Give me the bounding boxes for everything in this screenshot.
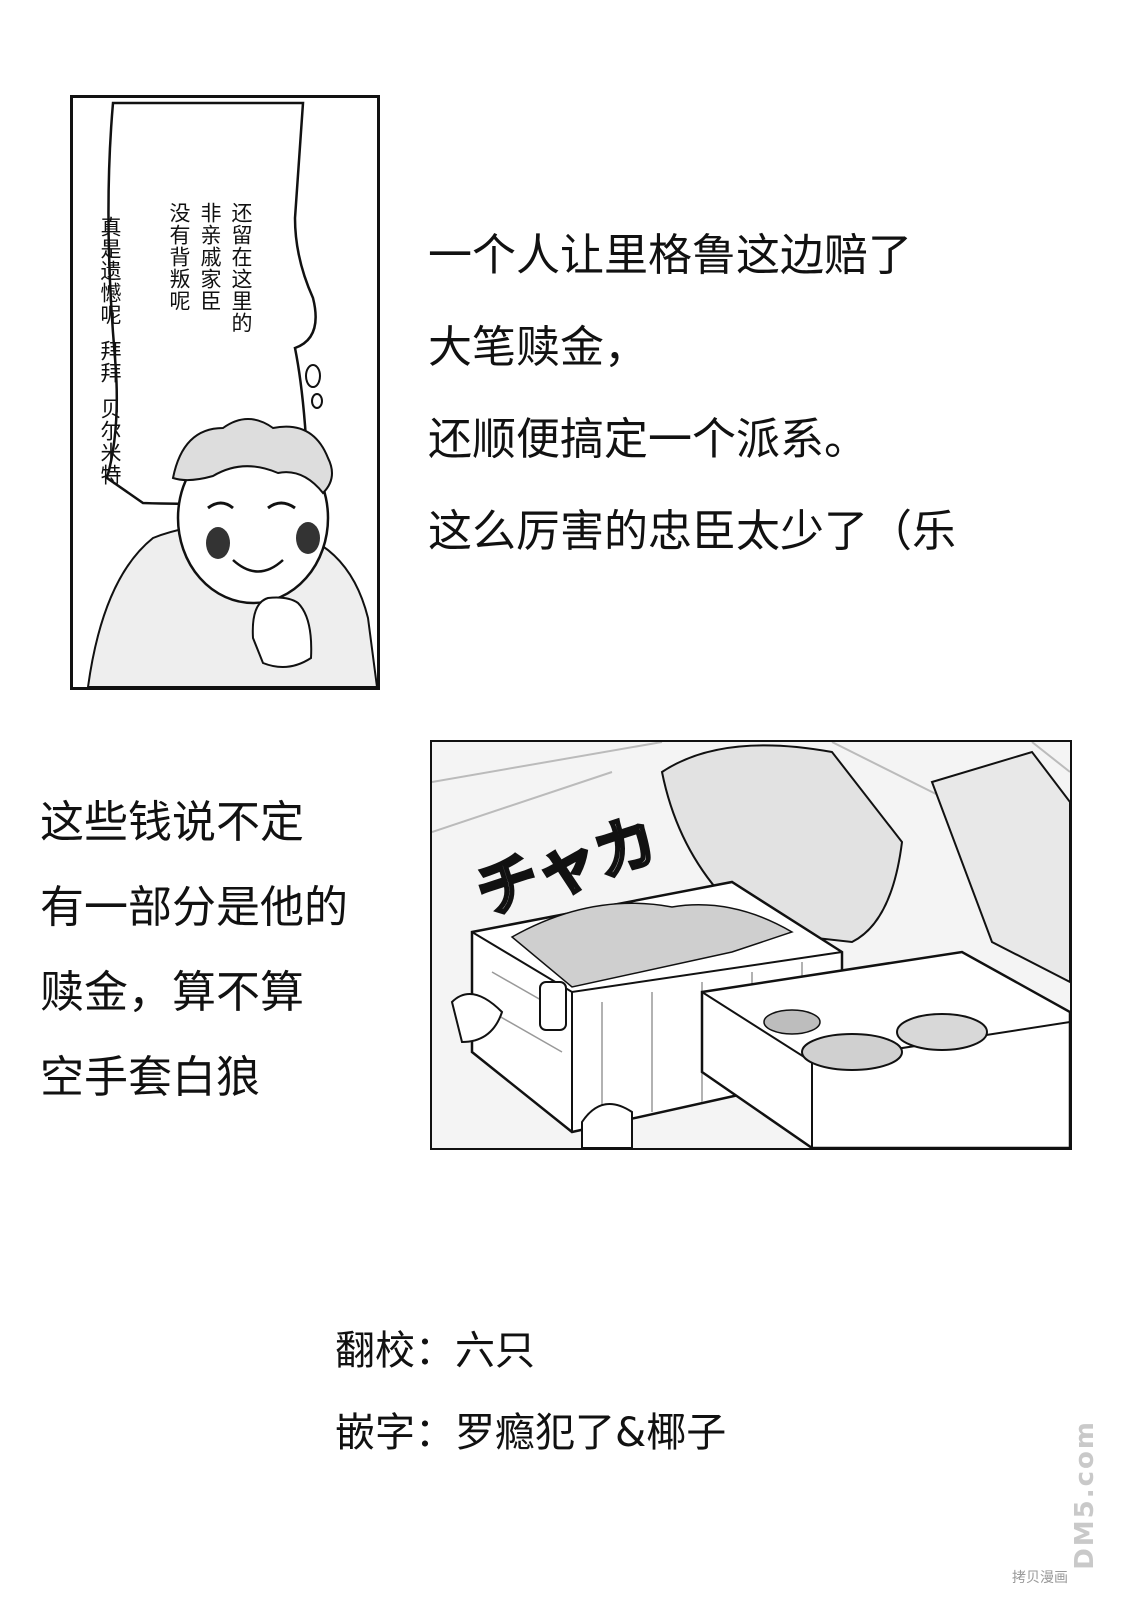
jewel [763,1009,821,1035]
bubble-dot [311,393,323,409]
translator-note-right: 一个人让里格鲁这边赔了 大笔赎金， 还顺便搞定一个派系。 这么厉害的忠臣太少了（… [428,210,956,578]
note-line: 空手套白狼 [40,1052,260,1103]
site-watermark: 拷贝漫画 [1012,1570,1068,1586]
hand [450,993,504,1044]
translator-note-left: 这些钱说不定 有一部分是他的 赎金，算不算 空手套白狼 [40,780,348,1120]
goblet [896,1013,988,1051]
goblet [801,1033,903,1071]
character-eye [267,501,296,510]
character-hand [251,596,313,668]
panel-bottom-illustration: チャカ [432,742,1070,1148]
credit-typesetting: 嵌字：罗瘾犯了&椰子 [335,1410,727,1456]
manga-panel-top: 还留在这里的 非亲戚家臣 没有背叛呢 真是遗憾呢拜拜贝尔米特 [70,95,380,690]
note-line: 大笔赎金， [428,322,648,373]
bubble-column: 还留在这里的 [229,202,253,334]
character-cheek [206,527,230,559]
character-mouth [232,559,284,573]
character-cheek [296,522,320,554]
character-eye [207,501,234,510]
note-line: 一个人让里格鲁这边赔了 [428,230,912,281]
watermark-text: DM5.com [1070,1420,1100,1570]
manga-panel-bottom: チャカ [430,740,1072,1150]
character-hair [171,418,333,495]
chest-latch [539,981,567,1031]
treasure-chest-lid [930,750,1070,984]
bubble-column: 真是遗憾呢拜拜贝尔米特 [97,216,123,486]
note-line: 有一部分是他的 [40,882,348,933]
bubble-dot [305,364,321,388]
note-line: 赎金，算不算 [40,967,304,1018]
bubble-text: 贝尔米特 [98,398,122,486]
note-line: 还顺便搞定一个派系。 [428,414,868,465]
note-line: 这些钱说不定 [40,797,304,848]
note-line: 这么厉害的忠臣太少了（乐 [428,506,956,557]
dm5-watermark-logo: DM5.com [1060,1410,1100,1570]
bubble-column: 没有背叛呢 [167,202,191,312]
bubble-column: 非亲戚家臣 [198,202,222,312]
hand [581,1103,633,1148]
bubble-text: 拜拜 [98,340,122,384]
credit-translation: 翻校：六只 [335,1328,535,1374]
bubble-text: 真是遗憾呢 [98,216,122,326]
panel-top-illustration [86,101,377,687]
coin-pile [510,902,794,988]
